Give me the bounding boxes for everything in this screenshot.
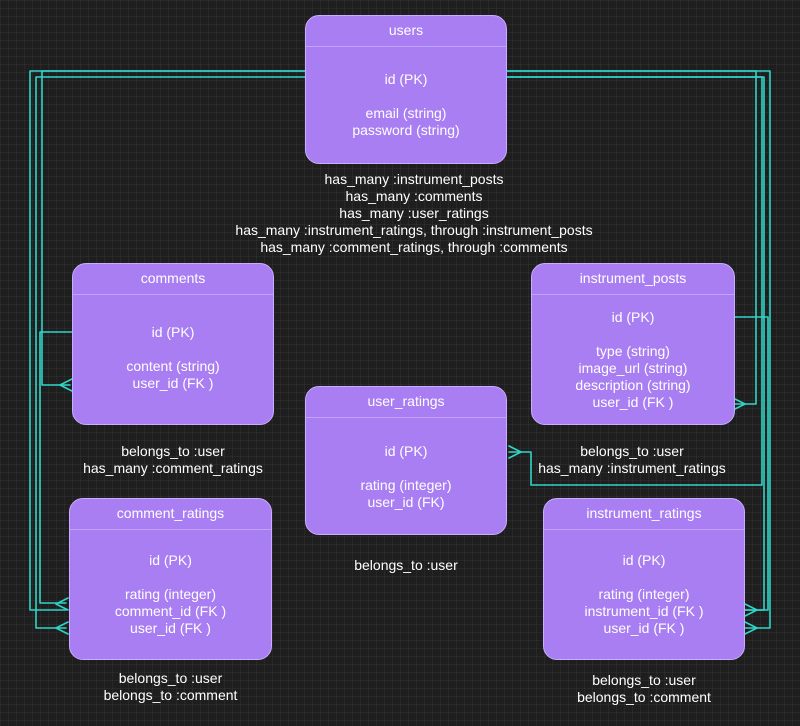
field-comment-id: comment_id (FK ): [114, 603, 227, 619]
field-description: description (string): [575, 377, 691, 393]
field-id: id (PK): [384, 71, 428, 87]
association-line: belongs_to :comment: [577, 689, 711, 705]
field-content: content (string): [126, 358, 220, 374]
entity-users[interactable]: users id (PK) email (string) password (s…: [305, 15, 507, 164]
field-user-id: user_id (FK ): [592, 394, 674, 410]
field-rating: rating (integer): [360, 477, 452, 493]
connector-users-to-user-ratings: [506, 76, 763, 486]
association-line: belongs_to :user: [121, 443, 225, 459]
connector-comments-to-comment-ratings: [39, 331, 73, 604]
entity-title: comments: [73, 264, 273, 295]
association-line: belongs_to :user: [354, 557, 458, 573]
field-instrument-id: instrument_id (FK ): [584, 603, 704, 619]
field-rating: rating (integer): [598, 586, 690, 602]
entity-title: instrument_ratings: [544, 499, 744, 530]
field-user-id: user_id (FK ): [130, 620, 211, 636]
field-id: id (PK): [611, 309, 655, 325]
associations-comments: belongs_to :user has_many :comment_ratin…: [72, 443, 274, 477]
entity-title: comment_ratings: [70, 499, 271, 530]
field-rating: rating (integer): [124, 586, 217, 602]
field-user-id: user_id (FK): [367, 494, 445, 510]
entity-instrument-posts[interactable]: instrument_posts id (PK) type (string) i…: [531, 263, 735, 425]
field-email: email (string): [365, 105, 447, 121]
associations-instrument-posts: belongs_to :user has_many :instrument_ra…: [518, 443, 746, 477]
association-line: has_many :instrument_posts: [324, 171, 504, 187]
field-type: type (string): [596, 343, 670, 359]
entity-instrument-ratings[interactable]: instrument_ratings id (PK) rating (integ…: [543, 498, 745, 660]
association-line: has_many :instrument_ratings, through :i…: [235, 222, 593, 238]
associations-comment-ratings: belongs_to :user belongs_to :comment: [69, 670, 272, 704]
crowfoot-comments: [59, 378, 73, 392]
entity-comments[interactable]: comments id (PK) content (string) user_i…: [72, 263, 274, 425]
association-line: has_many :user_ratings: [339, 205, 489, 221]
connector-users-to-comment-ratings-inner: [35, 76, 306, 629]
crowfoot-user-ratings: [508, 445, 522, 459]
crowfoot-instrument-ratings-lower: [744, 621, 758, 635]
entity-user-ratings[interactable]: user_ratings id (PK) rating (integer) us…: [305, 386, 507, 535]
connector-users-to-comment-ratings-outer: [29, 70, 306, 611]
field-id: id (PK): [622, 552, 666, 568]
crowfoot-comment-ratings-upper: [55, 597, 69, 611]
association-line: has_many :comment_ratings: [83, 460, 263, 476]
field-id: id (PK): [384, 443, 428, 459]
crowfoot-comment-ratings-lower: [55, 621, 69, 635]
field-id: id (PK): [151, 324, 195, 340]
association-line: belongs_to :comment: [103, 687, 238, 703]
field-password: password (string): [352, 122, 460, 138]
entity-comment-ratings[interactable]: comment_ratings id (PK) rating (integer)…: [69, 498, 272, 660]
associations-users: has_many :instrument_posts has_many :com…: [214, 171, 614, 256]
field-user-id: user_id (FK ): [132, 375, 214, 391]
field-user-id: user_id (FK ): [603, 620, 685, 636]
entity-title: users: [306, 16, 506, 47]
entity-title: user_ratings: [306, 387, 506, 418]
association-line: belongs_to :user: [592, 672, 696, 688]
associations-user-ratings: belongs_to :user: [305, 557, 507, 574]
entity-title: instrument_posts: [532, 264, 734, 295]
field-image-url: image_url (string): [578, 360, 688, 376]
crowfoot-instrument-ratings-upper: [744, 603, 758, 617]
association-line: has_many :instrument_ratings: [538, 460, 726, 476]
association-line: belongs_to :user: [118, 670, 223, 686]
field-id: id (PK): [149, 552, 192, 568]
association-line: has_many :comment_ratings, through :comm…: [260, 239, 568, 255]
crowfoot-instrument-posts: [732, 397, 746, 411]
association-line: belongs_to :user: [580, 443, 684, 459]
associations-instrument-ratings: belongs_to :user belongs_to :comment: [543, 672, 745, 706]
association-line: has_many :comments: [345, 188, 483, 204]
